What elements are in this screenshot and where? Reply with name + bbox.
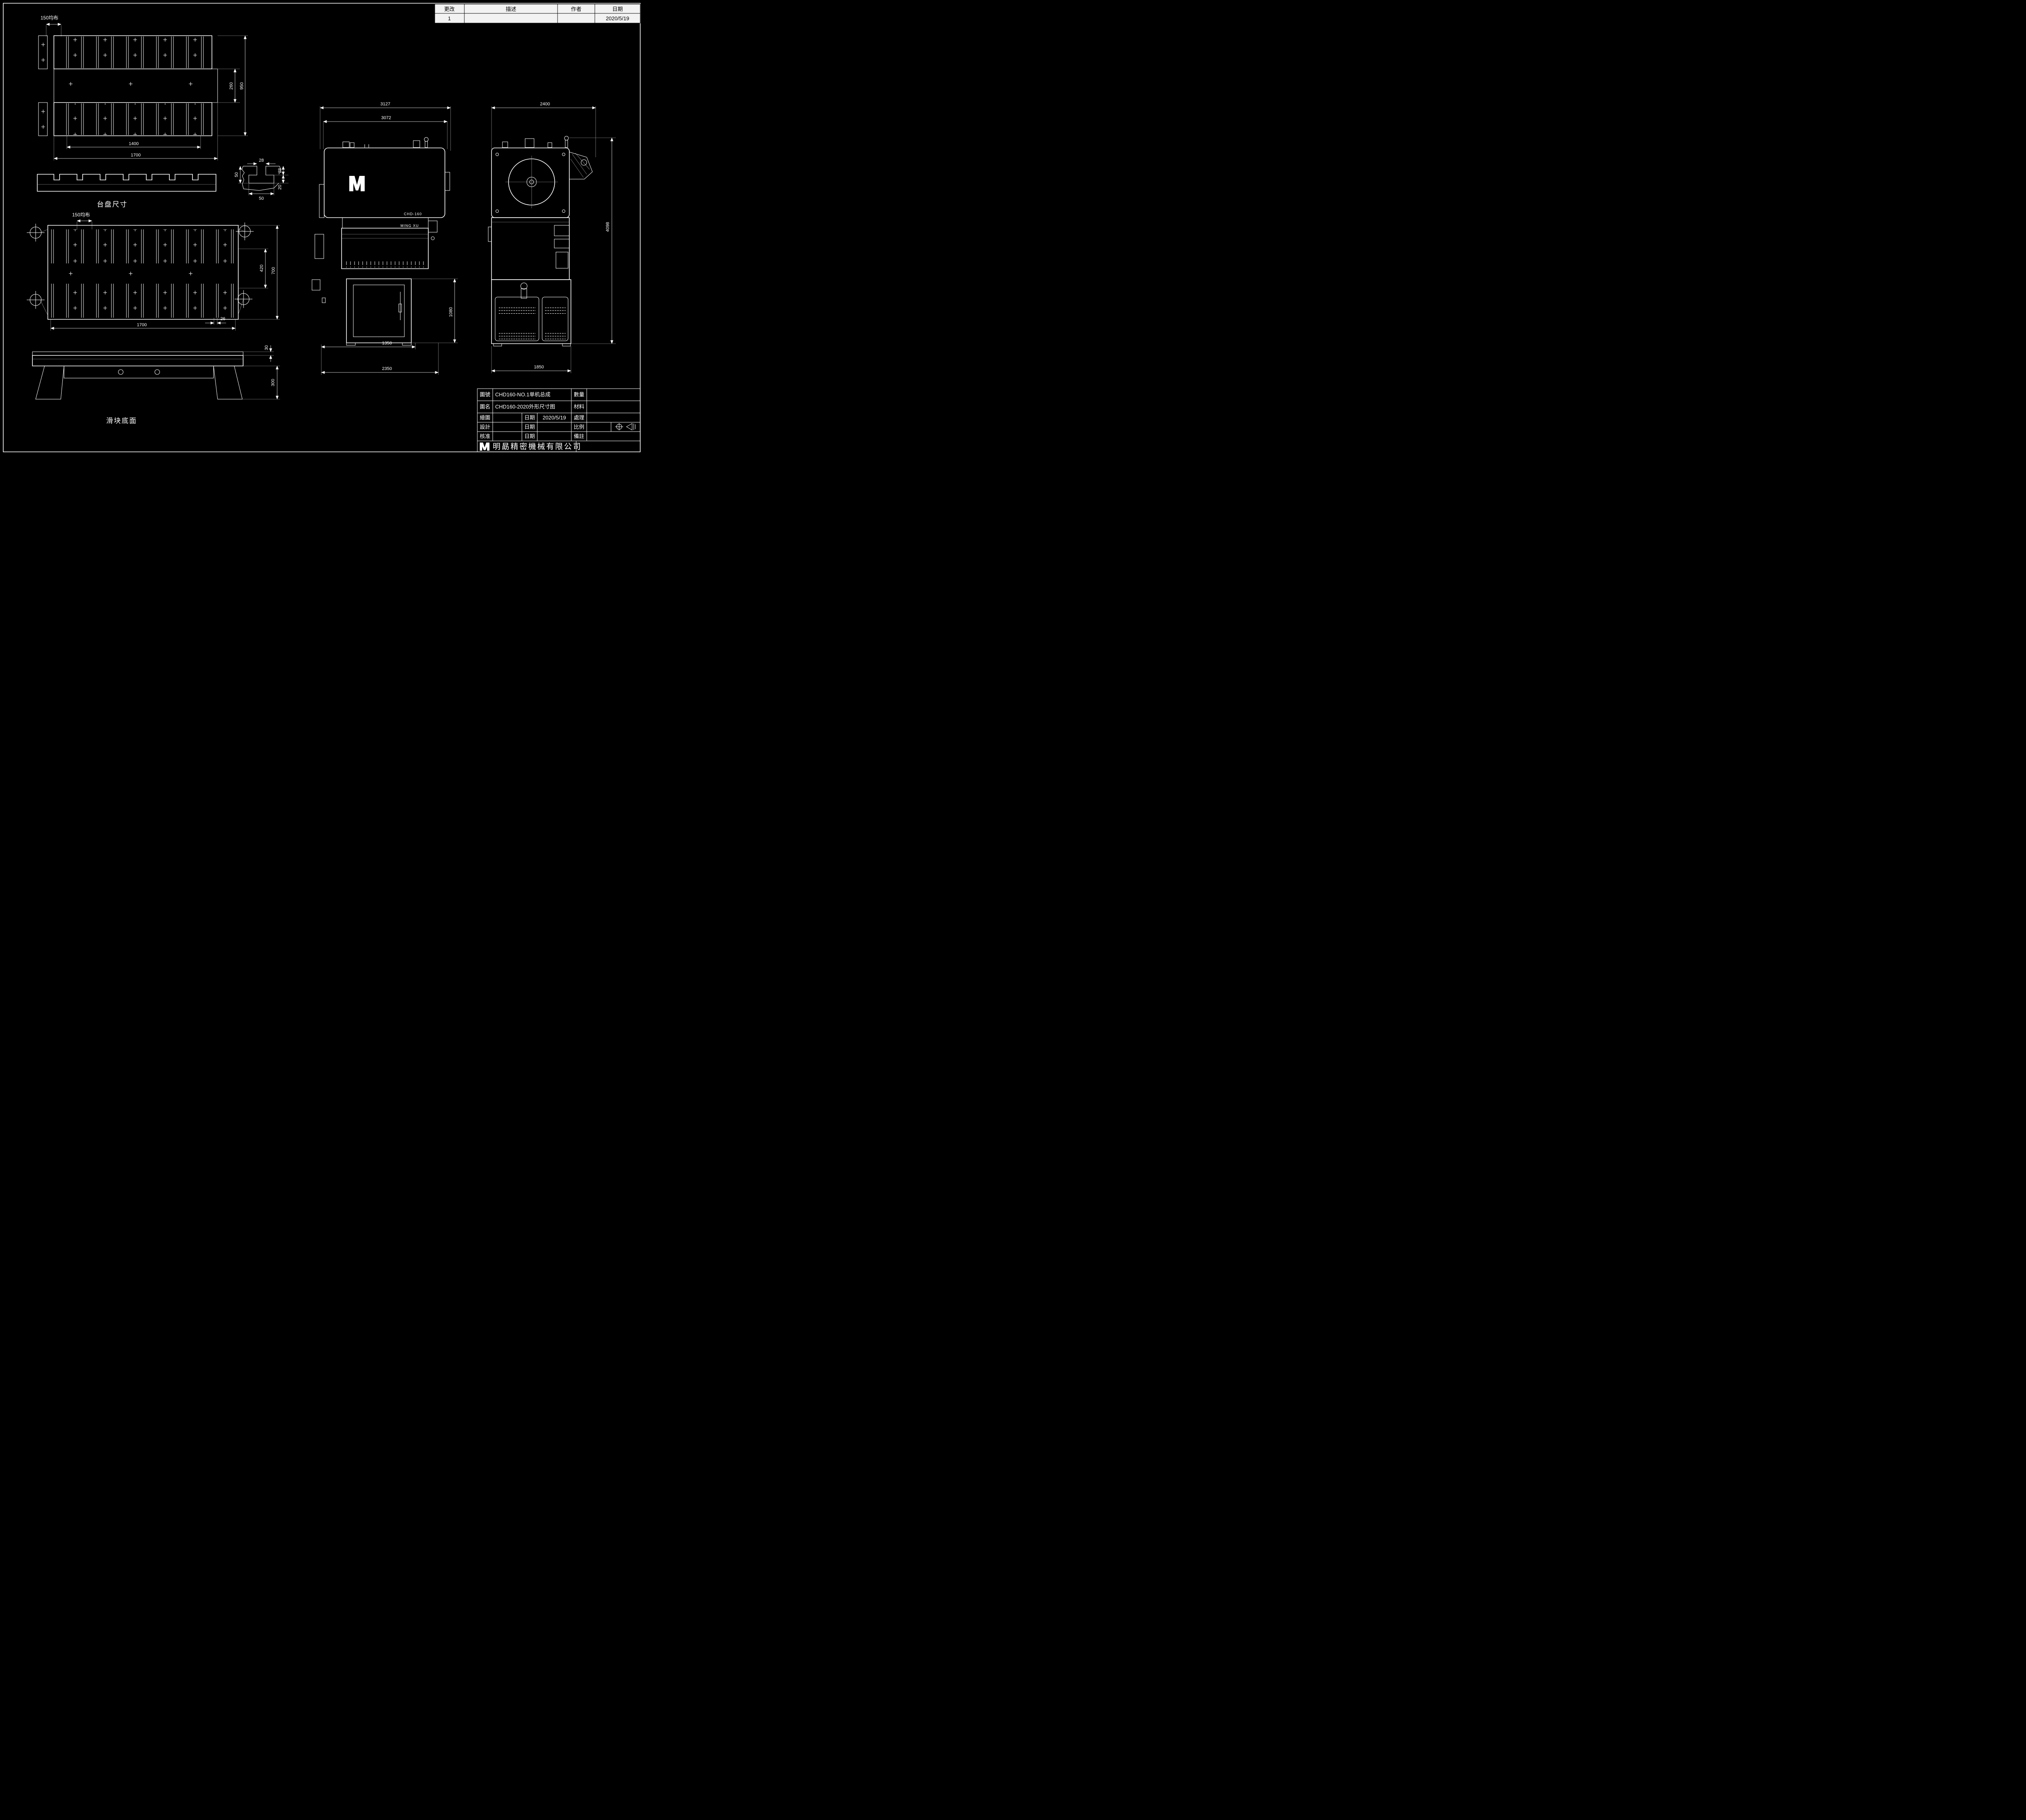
view-front-elevation: 3127 3072 CHD-160 MING XU 1080 1350 235 (312, 102, 458, 375)
bolster-view-label: 台盘尺寸 (97, 201, 128, 208)
company-logo-icon (480, 443, 489, 451)
revision-table: 更改 描述 作者 日期 1 2020/5/19 (435, 4, 640, 23)
revision-date: 2020/5/19 (606, 15, 629, 21)
dim-tslot-total-depth: 50 (234, 172, 239, 177)
tb-design-label: 設計 (480, 424, 490, 430)
view-bolster-top: 150均布 260 950 1400 1700 (38, 15, 248, 160)
title-block: 圖號 CHD160-NO.1单机总成 數量 圖名 CHD160-2020外形尺寸… (477, 389, 640, 452)
company-name: 明勗精密機械有限公司 (493, 442, 582, 451)
dim-tslot-cavity-width: 50 (259, 196, 264, 201)
tb-drawing-no-label: 圖號 (480, 391, 490, 398)
dim-slide-overall-height: 700 (271, 267, 276, 274)
dim-slide-overall-width: 1700 (137, 323, 147, 327)
tb-treatment-label: 處理 (574, 415, 584, 421)
dim-row-gap: 260 (229, 82, 234, 90)
tb-material-label: 材料 (574, 404, 584, 410)
view-slide-bottom: 150均布 420 700 1700 26 (27, 212, 280, 331)
revision-col-description: 描述 (506, 6, 516, 12)
dim-overall-width: 1700 (131, 153, 141, 158)
tb-remark-label: 備註 (574, 433, 584, 439)
tb-approve-label: 核准 (480, 433, 490, 439)
side-top-fittings (502, 136, 568, 148)
revision-col-author: 作者 (571, 6, 581, 12)
dim-tslot-lower-depth: 20 (278, 185, 282, 190)
machine-model-text: CHD-160 (404, 212, 422, 216)
dim-overall-height: 950 (239, 82, 244, 90)
tb-drawing-no-value: CHD160-NO.1单机总成 (495, 391, 551, 398)
crown-top-fittings (343, 137, 428, 148)
view-bolster-side: 台盘尺寸 (37, 174, 216, 208)
tslot-detail: 28 50 28 20 50 (234, 158, 289, 201)
dim-tslot-width: 28 (259, 158, 264, 163)
tb-drawn-label: 繪圖 (480, 415, 490, 421)
tb-drawn-date: 2020/5/19 (543, 415, 566, 421)
brand-text: MING XU (400, 224, 419, 228)
cad-drawing-canvas: 更改 描述 作者 日期 1 2020/5/19 150均布 260 950 14… (0, 0, 643, 455)
tb-scale-label: 比例 (574, 424, 584, 430)
revision-number: 1 (448, 15, 451, 21)
slide-spacing-note: 150均布 (72, 212, 90, 218)
sheet-border (3, 3, 640, 452)
tb-drawn-date-label: 日期 (524, 415, 535, 421)
dim-side-overall-width: 2400 (540, 102, 550, 107)
tb-design-date-label: 日期 (524, 424, 535, 430)
sheet-background (0, 0, 643, 455)
tb-quantity-label: 數量 (574, 391, 584, 398)
dim-side-overall-height: 4098 (605, 222, 610, 232)
m-logo-icon (349, 176, 365, 191)
tb-drawing-name-label: 圖名 (480, 404, 490, 410)
tb-approve-date-label: 日期 (524, 433, 535, 439)
dim-front-base-width: 2350 (382, 366, 392, 371)
view-slide-side: 30 300 滑块底面 (32, 345, 280, 425)
dim-front-cabinet-height: 1080 (449, 307, 453, 317)
view-side-elevation: 2400 1850 4098 (488, 102, 616, 373)
dim-tslot-upper-depth: 28 (278, 168, 282, 173)
dim-inner-width: 1400 (129, 141, 139, 146)
dim-front-overall-width: 3127 (380, 102, 390, 107)
dim-slide-inner-height: 420 (259, 265, 264, 272)
belt-guard (569, 152, 592, 179)
dim-side-base-width: 1850 (534, 365, 544, 370)
bolster-spacing-note: 150均布 (41, 15, 58, 21)
slide-view-label: 滑块底面 (106, 417, 137, 425)
dim-slide-slot-width: 26 (220, 317, 225, 321)
drawing-sheet: 更改 描述 作者 日期 1 2020/5/19 150均布 260 950 14… (0, 0, 643, 455)
dim-front-offset-width: 1350 (382, 341, 392, 346)
tb-drawing-name-value: CHD160-2020外形尺寸图 (495, 404, 555, 410)
revision-col-change: 更改 (444, 6, 455, 12)
dim-front-body-width: 3072 (381, 115, 391, 120)
projection-symbol-icon (615, 423, 635, 430)
dim-slide-plate-thickness: 30 (264, 345, 269, 350)
dim-slide-side-height: 300 (271, 379, 276, 386)
revision-col-date: 日期 (612, 6, 623, 12)
